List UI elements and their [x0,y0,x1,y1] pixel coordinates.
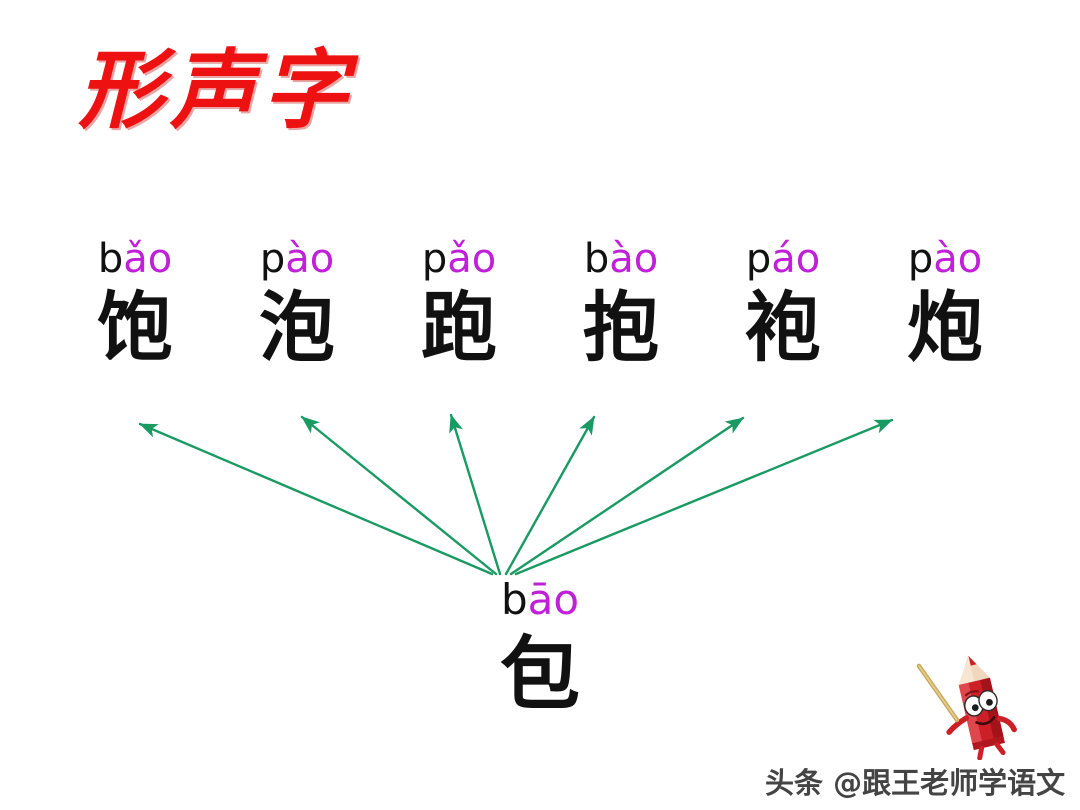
hanzi-glyph-6: 炮 [907,283,983,372]
watermark: 头条 @跟王老师学语文 [765,652,1070,804]
hanzi-glyph-2: 泡 [259,283,335,372]
hanzi-glyph-1: 饱 [97,283,173,372]
pinyin-final-2: ào [285,236,335,282]
pinyin-initial-6: p [907,236,934,282]
pinyin-initial-5: p [745,236,772,282]
base-pinyin-final: āo [527,575,580,624]
page-title: 形声字 [78,40,354,141]
character-cell-3: pǎo 跑 [384,238,534,368]
hanzi-glyph-4: 抱 [583,283,659,372]
arrow-to-char-5 [509,416,745,576]
pinyin-final-6: ào [933,236,983,282]
pinyin-label-1: bǎo [98,238,172,280]
pinyin-label-3: pǎo [422,238,496,280]
pinyin-initial-4: b [583,236,610,282]
pinyin-initial-1: b [97,236,124,282]
arrow-to-char-3 [449,413,502,576]
pinyin-final-1: ǎo [123,236,173,282]
base-hanzi-glyph: 包 [500,627,580,722]
character-cell-5: páo 袍 [708,238,858,368]
arrow-to-char-1 [138,422,494,576]
derived-characters-row: bǎo 饱 pào 泡 pǎo 跑 bào 抱 páo 袍 pào 炮 [60,238,1020,403]
character-cell-6: pào 炮 [870,238,1020,368]
pinyin-initial-3: p [421,236,448,282]
base-pinyin-initial: b [500,575,528,624]
base-character-block: bāo 包 [0,575,1080,722]
watermark-text: 头条 @跟王老师学语文 [765,766,1066,800]
pencil-mascot-icon [916,655,1017,760]
pinyin-final-4: ào [609,236,659,282]
pinyin-final-5: áo [771,236,821,282]
pinyin-label-4: bào [584,238,658,280]
hanzi-glyph-3: 跑 [421,283,497,372]
character-cell-1: bǎo 饱 [60,238,210,368]
pinyin-label-5: páo [746,238,820,280]
pinyin-initial-2: p [259,236,286,282]
character-cell-4: bào 抱 [546,238,696,368]
arrow-to-char-4 [504,415,596,576]
character-cell-2: pào 泡 [222,238,372,368]
pinyin-label-2: pào [260,238,334,280]
arrow-to-char-6 [514,418,894,576]
pinyin-final-3: ǎo [447,236,497,282]
hanzi-glyph-5: 袍 [745,283,821,372]
arrow-to-char-2 [300,415,498,576]
base-pinyin-label: bāo [500,575,580,624]
pinyin-label-6: pào [908,238,982,280]
